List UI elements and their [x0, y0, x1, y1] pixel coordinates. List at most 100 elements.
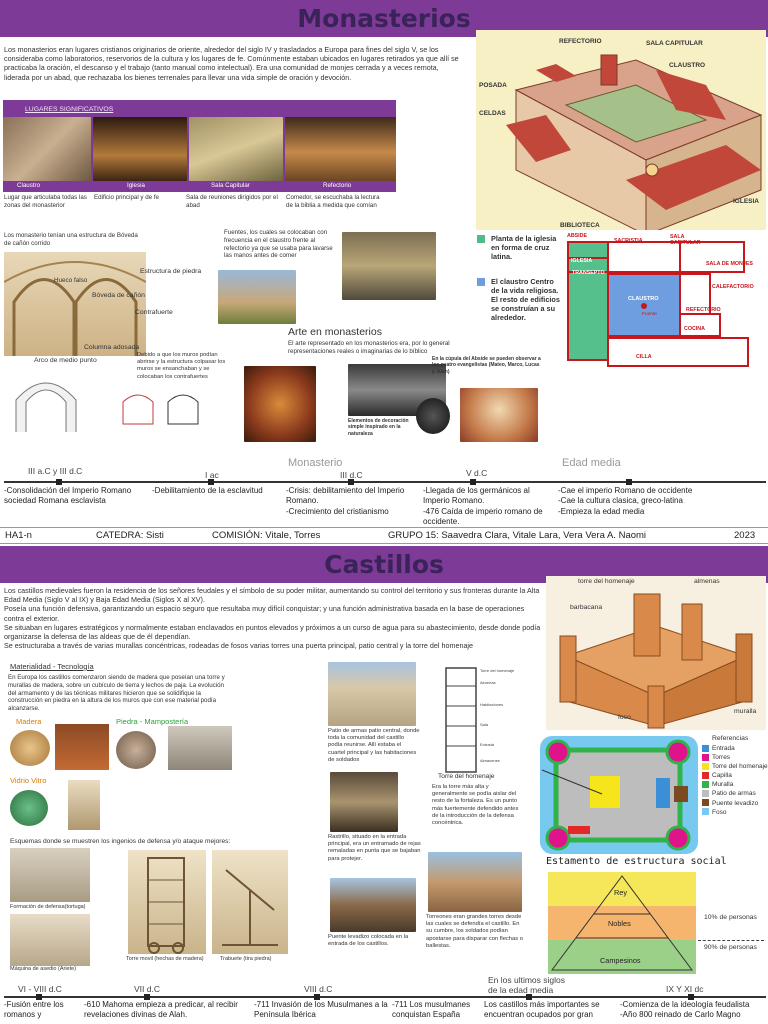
arte-miniatura-photo: [244, 366, 316, 442]
floor-label-abside: ABSIDE: [567, 233, 588, 239]
boveda-text: Los monasterio tenían una estructura de …: [4, 232, 138, 247]
legend-green-swatch: [477, 235, 485, 243]
torre-homenaje-title: Torre del homenaje: [438, 773, 495, 780]
floor-label-cocina: COCINA: [684, 326, 705, 332]
decoracion-text: Elementos de decoración simple inspirado…: [348, 418, 409, 437]
label-arco-medio-punto: Arco de medio punto: [34, 357, 97, 364]
referencia-patio-swatch: [702, 790, 709, 798]
castle-drawing: [559, 593, 753, 729]
floor-label-cilla: CILLA: [636, 354, 652, 360]
torre-movil-image: [128, 850, 206, 954]
label-hueco-falso: Hueco falso: [54, 277, 88, 284]
monasterios-banner: Monasterios: [0, 0, 768, 37]
monasterios-intro: Los monasterios eran lugares cristianos …: [4, 45, 459, 82]
timeline1-event-2: -Debilitamiento de la esclavitud: [152, 486, 263, 495]
piedra-texture-image: [116, 731, 156, 769]
monastery-drawing: [506, 54, 763, 236]
formacion-label: Formación de defensa(tortuga): [10, 904, 86, 910]
timeline1-marker-2: [208, 479, 214, 485]
referencia-torre-homenaje-swatch: [702, 762, 709, 770]
plan-label-sala-capitular: SALA CAPITULAR: [646, 40, 703, 47]
maquina-image: [10, 914, 90, 966]
refectorio-photo: [285, 117, 396, 181]
lugares-significativos-panel: LUGARES SIGNIFICATIVOS Claustro Iglesia …: [3, 100, 396, 192]
referencia-puente-swatch: [702, 799, 709, 807]
plan-label-iglesia: IGLESIA: [733, 198, 760, 205]
label-columna-adosada: Columna adosada: [84, 344, 140, 351]
madera-label: Madera: [16, 717, 42, 726]
torre-movil-label: Torre movil (hechas de madera): [126, 956, 204, 962]
tower-label-4: Sala: [480, 722, 489, 727]
floor-label-calefactorio: CALEFACTORIO: [712, 284, 754, 290]
castillos-intro-1: Los castillos medievales fueron la resid…: [4, 586, 540, 605]
castle-label-barbacana: barbacana: [570, 604, 603, 611]
legend-blue-text: El claustro Centro de la vida religiosa.…: [491, 277, 560, 323]
timeline2-label-3: VIII d.C: [304, 984, 333, 994]
timeline2-event-2: -610 Mahoma empieza a predicar, al recib…: [84, 1000, 238, 1020]
timeline2-marker-1: [36, 994, 42, 1000]
timeline1-label-1: III a.C y III d.C: [28, 466, 83, 476]
percent-divider: [698, 940, 764, 941]
timeline1-label-2: I ac: [205, 470, 219, 480]
percent-90: 90% de personas: [704, 944, 757, 951]
timeline2-marker-3: [314, 994, 320, 1000]
referencia-foso: Foso: [702, 808, 768, 817]
castle-illustration: torre del homenaje almenas barbacana mur…: [546, 576, 766, 730]
timeline2-label-4: En los ultimos siglos de la edad media: [488, 975, 566, 996]
footer-catedra: CATEDRA: Sisti: [96, 530, 164, 541]
detalle-decoracion-circle: [416, 398, 450, 434]
puente-text: Puente levadizo colocada en la entrada d…: [328, 934, 409, 948]
rastrillo-photo: [330, 772, 398, 832]
place-desc-iglesia: Edificio principal y de fe: [94, 194, 160, 201]
boveda-arches: [3, 261, 147, 356]
legend-blue-swatch: [477, 278, 485, 286]
timeline2-event-4: -711 Los musulmanes conquistan España: [392, 1000, 471, 1020]
referencias-list: Entrada Torres Torre del homenaje Capill…: [702, 744, 768, 817]
materialidad-title: Materialidad - Tecnología: [10, 662, 94, 671]
floor-label-sala-monjes: SALA DE MONJES: [706, 261, 753, 267]
sala-capitular-photo: [189, 117, 283, 181]
pyramid-nobles: Nobles: [608, 919, 631, 928]
maquina-label: Máquina de asedio (Ariete): [10, 966, 77, 972]
torre-homenaje-svg: [445, 667, 477, 773]
iglesia-photo: [93, 117, 187, 181]
torre-homenaje-text: Era la torre más alta y generalmente se …: [432, 784, 519, 827]
place-name-refectorio: Refectorio: [323, 182, 352, 189]
arch-sketch-svg: [15, 382, 77, 432]
muros-text: Debido a que los muros podían abrirse y …: [137, 352, 226, 380]
fuente-photo: [342, 232, 436, 300]
timeline2-label-1: VI - VIII d.C: [18, 984, 62, 994]
tower-label-6: Almacenes: [480, 758, 500, 763]
place-desc-sala-capitular: Sala de reuniones dirigidos por el abad: [186, 194, 278, 209]
timeline2-event-3: -711 Invasión de los Musulmanes a la Pen…: [254, 1000, 388, 1020]
castillos-intro-3: Se situaban en lugares estratégicos y no…: [4, 622, 541, 642]
vitral-image: [68, 780, 100, 830]
timeline1-event-3: -Crisis: debilitamiento del Imperio Roma…: [286, 486, 405, 516]
pyramid-campesinos: Campesinos: [600, 956, 641, 965]
arch-sketch: [10, 372, 82, 432]
timeline1-label-monasterio: Monasterio: [288, 457, 343, 469]
place-name-sala-capitular: Sala Capitular: [211, 182, 250, 189]
boveda-diagram: [3, 252, 147, 356]
puente-photo: [330, 878, 416, 932]
floor-label-fuente: Fuente: [642, 312, 657, 317]
patio-armas-photo: [328, 662, 416, 726]
timeline2-marker-5: [688, 994, 694, 1000]
timeline1-label-4: V d.C: [466, 468, 488, 478]
castillos-intro-4: Se estructuraba a través de varias mural…: [4, 641, 474, 651]
castillo-madera-image: [55, 724, 109, 770]
timeline2-label-2: VII d.C: [134, 984, 160, 994]
referencia-capilla: Capilla: [702, 771, 768, 780]
tower-label-2: Almenas: [480, 680, 496, 685]
footer-grupo: GRUPO 15: Saavedra Clara, Vitale Lara, V…: [388, 530, 647, 541]
label-estructura-piedra: Estructura de piedra: [140, 268, 202, 275]
vidrio-image: [10, 790, 48, 826]
place-desc-claustro: Lugar que articulaba todas las zonas del…: [4, 194, 87, 209]
pyramid-outline: [551, 875, 693, 971]
castle-label-muralla: muralla: [734, 708, 757, 715]
legend-green-text: Planta de la iglesia en forma de cruz la…: [491, 234, 557, 262]
timeline2-marker-4: [526, 994, 532, 1000]
timeline2-marker-2: [144, 994, 150, 1000]
pyramid-rey: Rey: [614, 888, 627, 897]
monasterio-exterior-photo: [218, 270, 296, 324]
